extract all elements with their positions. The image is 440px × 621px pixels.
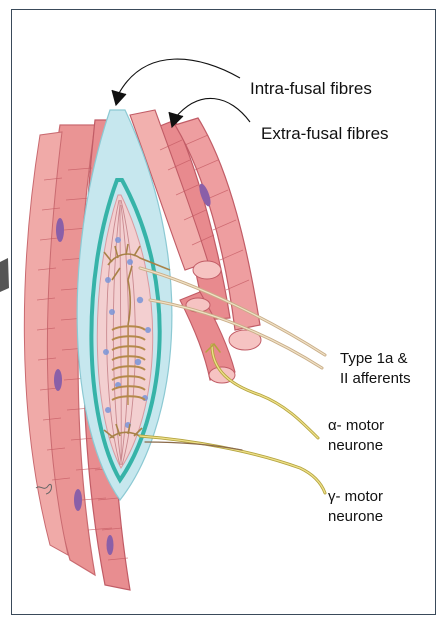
- extrafusal-arrow: [175, 98, 250, 122]
- label-alpha-motor-neurone: α- motor neurone: [328, 416, 384, 456]
- intrafusal-arrow: [118, 59, 240, 95]
- intrafusal-arrowhead: [112, 90, 126, 105]
- left-edge-stub: [0, 258, 9, 292]
- label-extra-fusal-fibres: Extra-fusal fibres: [261, 123, 389, 145]
- gamma-motor-nerves: [140, 436, 325, 493]
- label-gamma-motor-neurone: γ- motor neurone: [328, 487, 383, 527]
- label-intra-fusal-fibres: Intra-fusal fibres: [250, 78, 372, 100]
- label-type-1a-ii-afferents: Type 1a & II afferents: [340, 349, 411, 389]
